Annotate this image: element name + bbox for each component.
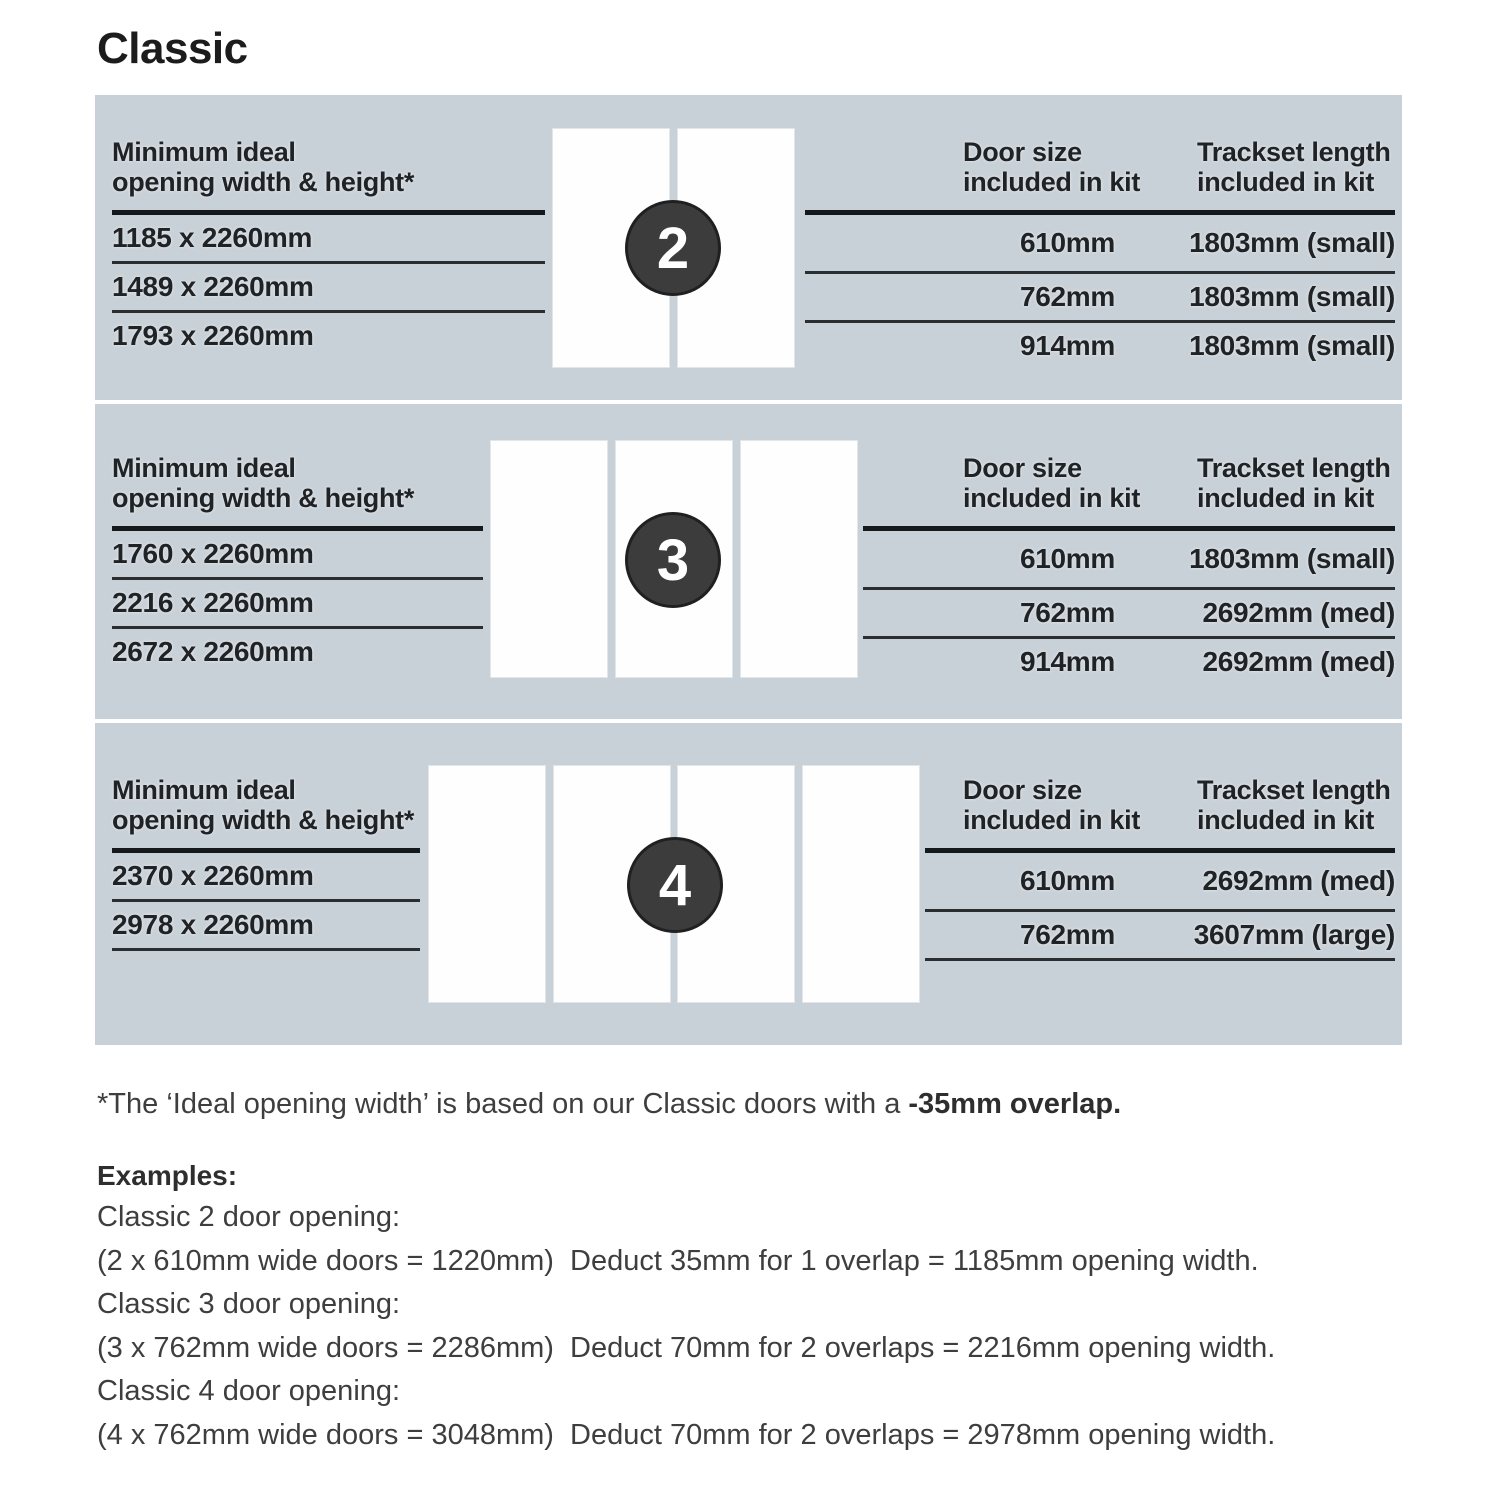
opening-size-value: 1760 x 2260mm — [112, 538, 314, 569]
door-size-value: 762mm — [1019, 597, 1115, 628]
door-size-header-line2: included in kit — [963, 805, 1141, 835]
table-row: 914mm 1803mm (small) — [805, 323, 1395, 369]
page-title: Classic — [97, 24, 248, 73]
trackset-value: 1803mm (small) — [1189, 281, 1395, 312]
door-size-value: 914mm — [1019, 330, 1115, 361]
table-row: 610mm 1803mm (small) — [863, 531, 1395, 590]
trackset-header-line1: Trackset length — [1197, 453, 1391, 483]
table-row: 2978 x 2260mm — [112, 902, 420, 951]
table-row: 762mm 2692mm (med) — [863, 590, 1395, 639]
table-row: 1793 x 2260mm — [112, 313, 545, 359]
table-row: 610mm 2692mm (med) — [925, 853, 1395, 912]
overlap-footnote-bold: -35mm overlap. — [908, 1088, 1122, 1120]
opening-size-header: Minimum ideal opening width & height* — [112, 775, 420, 853]
door-count-badge: 3 — [625, 512, 721, 608]
door-size-value: 914mm — [1019, 646, 1115, 677]
opening-size-column: Minimum ideal opening width & height* 11… — [112, 137, 545, 359]
trackset-value: 1803mm (small) — [1189, 330, 1395, 361]
trackset-header: Trackset length included in kit — [1197, 137, 1391, 197]
opening-size-value: 1489 x 2260mm — [112, 271, 314, 302]
opening-size-header-line1: Minimum ideal — [112, 453, 296, 483]
overlap-footnote: *The ‘Ideal opening width’ is based on o… — [97, 1088, 1417, 1121]
opening-size-value: 2216 x 2260mm — [112, 587, 314, 618]
door-size-header: Door size included in kit — [963, 775, 1140, 835]
table-row: 1760 x 2260mm — [112, 531, 483, 580]
door-size-header-line2: included in kit — [963, 483, 1141, 513]
trackset-header-line1: Trackset length — [1197, 775, 1391, 805]
door-count-badge: 4 — [627, 837, 723, 933]
opening-size-value: 2370 x 2260mm — [112, 860, 314, 891]
door-panel — [490, 440, 608, 678]
opening-size-header-line2: opening width & height* — [112, 167, 415, 197]
example-label: Classic 2 door opening: — [97, 1201, 401, 1233]
door-size-header-line2: included in kit — [963, 167, 1141, 197]
opening-size-header: Minimum ideal opening width & height* — [112, 453, 483, 531]
door-size-header: Door size included in kit — [963, 453, 1140, 513]
trackset-header: Trackset length included in kit — [1197, 775, 1391, 835]
door-size-value: 762mm — [1019, 919, 1115, 950]
opening-size-column: Minimum ideal opening width & height* 23… — [112, 775, 420, 951]
trackset-value: 1803mm (small) — [1189, 227, 1395, 258]
spec-section-3-door: Minimum ideal opening width & height* 17… — [95, 404, 1402, 719]
trackset-value: 1803mm (small) — [1189, 543, 1395, 574]
kit-columns: 610mm 1803mm (small) 762mm 2692mm (med) … — [863, 526, 1395, 685]
door-size-header-line1: Door size — [963, 137, 1082, 167]
opening-size-value: 1793 x 2260mm — [112, 320, 314, 351]
trackset-value: 3607mm (large) — [1193, 919, 1396, 950]
trackset-value: 2692mm (med) — [1202, 597, 1396, 628]
kit-columns: 610mm 1803mm (small) 762mm 1803mm (small… — [805, 210, 1395, 369]
door-panel — [428, 765, 546, 1003]
opening-size-header-line1: Minimum ideal — [112, 137, 296, 167]
opening-size-header-line1: Minimum ideal — [112, 775, 296, 805]
overlap-footnote-text: *The ‘Ideal opening width’ is based on o… — [97, 1088, 909, 1120]
examples-list: Classic 2 door opening: (2 x 610mm wide … — [97, 1196, 1437, 1457]
opening-size-header: Minimum ideal opening width & height* — [112, 137, 545, 215]
opening-size-value: 2672 x 2260mm — [112, 636, 314, 667]
table-row: 2216 x 2260mm — [112, 580, 483, 629]
door-size-header-line1: Door size — [963, 775, 1082, 805]
opening-size-header-line2: opening width & height* — [112, 483, 415, 513]
trackset-header-line2: included in kit — [1197, 167, 1375, 197]
example-detail: (3 x 762mm wide doors = 2286mm) Deduct 7… — [97, 1331, 1276, 1364]
table-row: 762mm 1803mm (small) — [805, 274, 1395, 323]
door-size-value: 610mm — [1019, 227, 1115, 258]
examples-heading: Examples: — [97, 1160, 238, 1191]
spec-section-2-door: Minimum ideal opening width & height* 11… — [95, 95, 1402, 400]
trackset-value: 2692mm (med) — [1202, 865, 1396, 896]
door-count-badge: 2 — [625, 200, 721, 296]
opening-size-value: 2978 x 2260mm — [112, 909, 314, 940]
door-size-value: 610mm — [1019, 865, 1115, 896]
table-row: 914mm 2692mm (med) — [863, 639, 1395, 685]
spec-section-4-door: Minimum ideal opening width & height* 23… — [95, 723, 1402, 1045]
table-row: 1489 x 2260mm — [112, 264, 545, 313]
door-size-value: 610mm — [1019, 543, 1115, 574]
opening-size-value: 1185 x 2260mm — [112, 222, 313, 253]
door-panel — [802, 765, 920, 1003]
opening-size-column: Minimum ideal opening width & height* 17… — [112, 453, 483, 675]
trackset-header-line2: included in kit — [1197, 805, 1375, 835]
trackset-header-line1: Trackset length — [1197, 137, 1391, 167]
example-detail: (4 x 762mm wide doors = 3048mm) Deduct 7… — [97, 1418, 1276, 1451]
table-row: 762mm 3607mm (large) — [925, 912, 1395, 961]
table-row: 610mm 1803mm (small) — [805, 215, 1395, 274]
door-size-header: Door size included in kit — [963, 137, 1140, 197]
example-label: Classic 4 door opening: — [97, 1375, 401, 1407]
door-size-header-line1: Door size — [963, 453, 1082, 483]
trackset-header: Trackset length included in kit — [1197, 453, 1391, 513]
trackset-header-line2: included in kit — [1197, 483, 1375, 513]
door-size-value: 762mm — [1019, 281, 1115, 312]
opening-size-header-line2: opening width & height* — [112, 805, 415, 835]
kit-columns: 610mm 2692mm (med) 762mm 3607mm (large) — [925, 848, 1395, 961]
trackset-value: 2692mm (med) — [1202, 646, 1396, 677]
door-panel — [740, 440, 858, 678]
table-row: 1185 x 2260mm — [112, 215, 545, 264]
example-detail: (2 x 610mm wide doors = 1220mm) Deduct 3… — [97, 1244, 1259, 1277]
table-row: 2370 x 2260mm — [112, 853, 420, 902]
example-label: Classic 3 door opening: — [97, 1288, 401, 1320]
table-row: 2672 x 2260mm — [112, 629, 483, 675]
